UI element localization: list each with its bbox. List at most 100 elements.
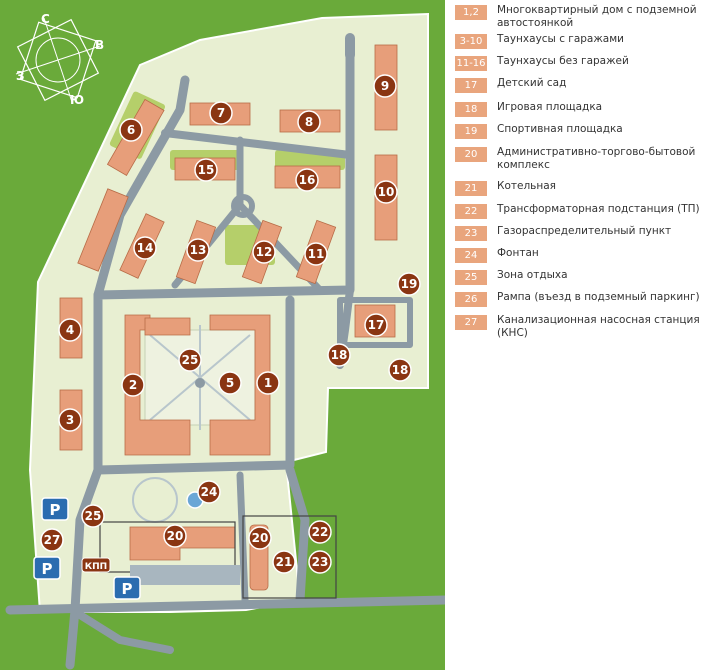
marker-label: 20: [167, 529, 184, 543]
marker-25[interactable]: 25: [81, 504, 105, 528]
marker-label: 8: [305, 115, 313, 129]
marker-13[interactable]: 13: [186, 238, 210, 262]
legend-item: 26 Рампа (въезд в подземный паркинг): [455, 291, 712, 307]
legend-item: 27 Канализационная насосная станция (КНС): [455, 314, 712, 340]
marker-label: 25: [85, 509, 102, 523]
parking-sign-2: P: [33, 556, 61, 580]
marker-11[interactable]: 11: [304, 242, 328, 266]
marker-5[interactable]: 5: [218, 371, 242, 395]
checkpoint: КПП: [81, 557, 111, 573]
svg-text:P: P: [50, 501, 61, 519]
compass-north: С: [41, 12, 50, 26]
legend-text: Таунхаусы с гаражами: [497, 33, 624, 45]
marker-label: 20: [252, 531, 269, 545]
legend-text: Газораспределительный пункт: [497, 225, 672, 237]
compass-south: Ю: [70, 93, 84, 107]
site-map: С В Ю З: [0, 0, 445, 670]
marker-label: 6: [127, 123, 135, 137]
legend-badge: 11-16: [455, 56, 487, 71]
legend-badge: 3-10: [455, 34, 487, 49]
svg-text:КПП: КПП: [85, 562, 107, 572]
marker-label: 23: [312, 555, 329, 569]
svg-text:P: P: [122, 580, 133, 598]
marker-1[interactable]: 1: [256, 371, 280, 395]
marker-label: 13: [190, 243, 207, 257]
legend-text: Игровая площадка: [497, 101, 603, 113]
marker-7[interactable]: 7: [209, 101, 233, 125]
marker-17[interactable]: 17: [364, 313, 388, 337]
marker-20[interactable]: 20: [163, 524, 187, 548]
legend-badge: 25: [455, 270, 487, 285]
marker-label: 18: [331, 348, 348, 362]
legend-text: Детский сад: [497, 77, 567, 89]
legend-item: 17 Детский сад: [455, 77, 712, 93]
marker-22[interactable]: 22: [308, 520, 332, 544]
marker-label: 22: [312, 525, 329, 539]
marker-8[interactable]: 8: [297, 110, 321, 134]
marker-23[interactable]: 23: [308, 550, 332, 574]
marker-label: 24: [201, 485, 218, 499]
marker-label: 19: [401, 277, 418, 291]
legend-badge: 17: [455, 78, 487, 93]
legend-text: Многоквартирный дом с подземной автостоя…: [497, 4, 697, 29]
marker-21[interactable]: 21: [272, 550, 296, 574]
marker-label: 18: [392, 363, 409, 377]
marker-10[interactable]: 10: [374, 180, 398, 204]
legend-text: Административно-торгово-бытовой комплекс: [497, 146, 696, 171]
legend-text: Канализационная насосная станция (КНС): [497, 314, 700, 339]
legend-badge: 23: [455, 226, 487, 241]
marker-24[interactable]: 24: [197, 480, 221, 504]
marker-20[interactable]: 20: [248, 526, 272, 550]
marker-label: 2: [129, 378, 137, 392]
marker-3[interactable]: 3: [58, 408, 82, 432]
marker-label: 3: [66, 413, 74, 427]
marker-6[interactable]: 6: [119, 118, 143, 142]
marker-label: 15: [198, 163, 215, 177]
legend-text: Зона отдыха: [497, 269, 568, 281]
parking-signs: P P P: [33, 497, 141, 600]
marker-label: 1: [264, 376, 272, 390]
marker-18[interactable]: 18: [388, 358, 412, 382]
buildings: [59, 44, 398, 599]
compass-west: З: [16, 69, 25, 83]
legend-item: 23 Газораспределительный пункт: [455, 225, 712, 241]
marker-25[interactable]: 25: [178, 348, 202, 372]
parking-sign-3: P: [113, 576, 141, 600]
legend-text: Фонтан: [497, 247, 539, 259]
marker-9[interactable]: 9: [373, 74, 397, 98]
marker-18[interactable]: 18: [327, 343, 351, 367]
marker-label: 16: [299, 173, 316, 187]
marker-2[interactable]: 2: [121, 373, 145, 397]
marker-label: 27: [44, 533, 61, 547]
marker-16[interactable]: 16: [295, 168, 319, 192]
compass-east: В: [95, 38, 104, 52]
legend-text: Рампа (въезд в подземный паркинг): [497, 291, 700, 303]
legend-badge: 26: [455, 292, 487, 307]
legend-item: 25 Зона отдыха: [455, 269, 712, 285]
legend-text: Таунхаусы без гаражей: [497, 55, 629, 67]
marker-14[interactable]: 14: [133, 236, 157, 260]
marker-label: 17: [368, 318, 385, 332]
legend-badge: 27: [455, 315, 487, 330]
marker-label: 11: [308, 247, 325, 261]
marker-label: 14: [137, 241, 154, 255]
legend-text: Трансформаторная подстанция (ТП): [497, 203, 700, 215]
marker-27[interactable]: 27: [40, 528, 64, 552]
marker-label: 12: [256, 245, 273, 259]
marker-12[interactable]: 12: [252, 240, 276, 264]
svg-text:P: P: [42, 560, 53, 578]
marker-19[interactable]: 19: [397, 272, 421, 296]
marker-label: 7: [217, 106, 225, 120]
legend-item: 3-10 Таунхаусы с гаражами: [455, 33, 712, 49]
marker-4[interactable]: 4: [58, 318, 82, 342]
marker-15[interactable]: 15: [194, 158, 218, 182]
marker-label: 4: [66, 323, 74, 337]
